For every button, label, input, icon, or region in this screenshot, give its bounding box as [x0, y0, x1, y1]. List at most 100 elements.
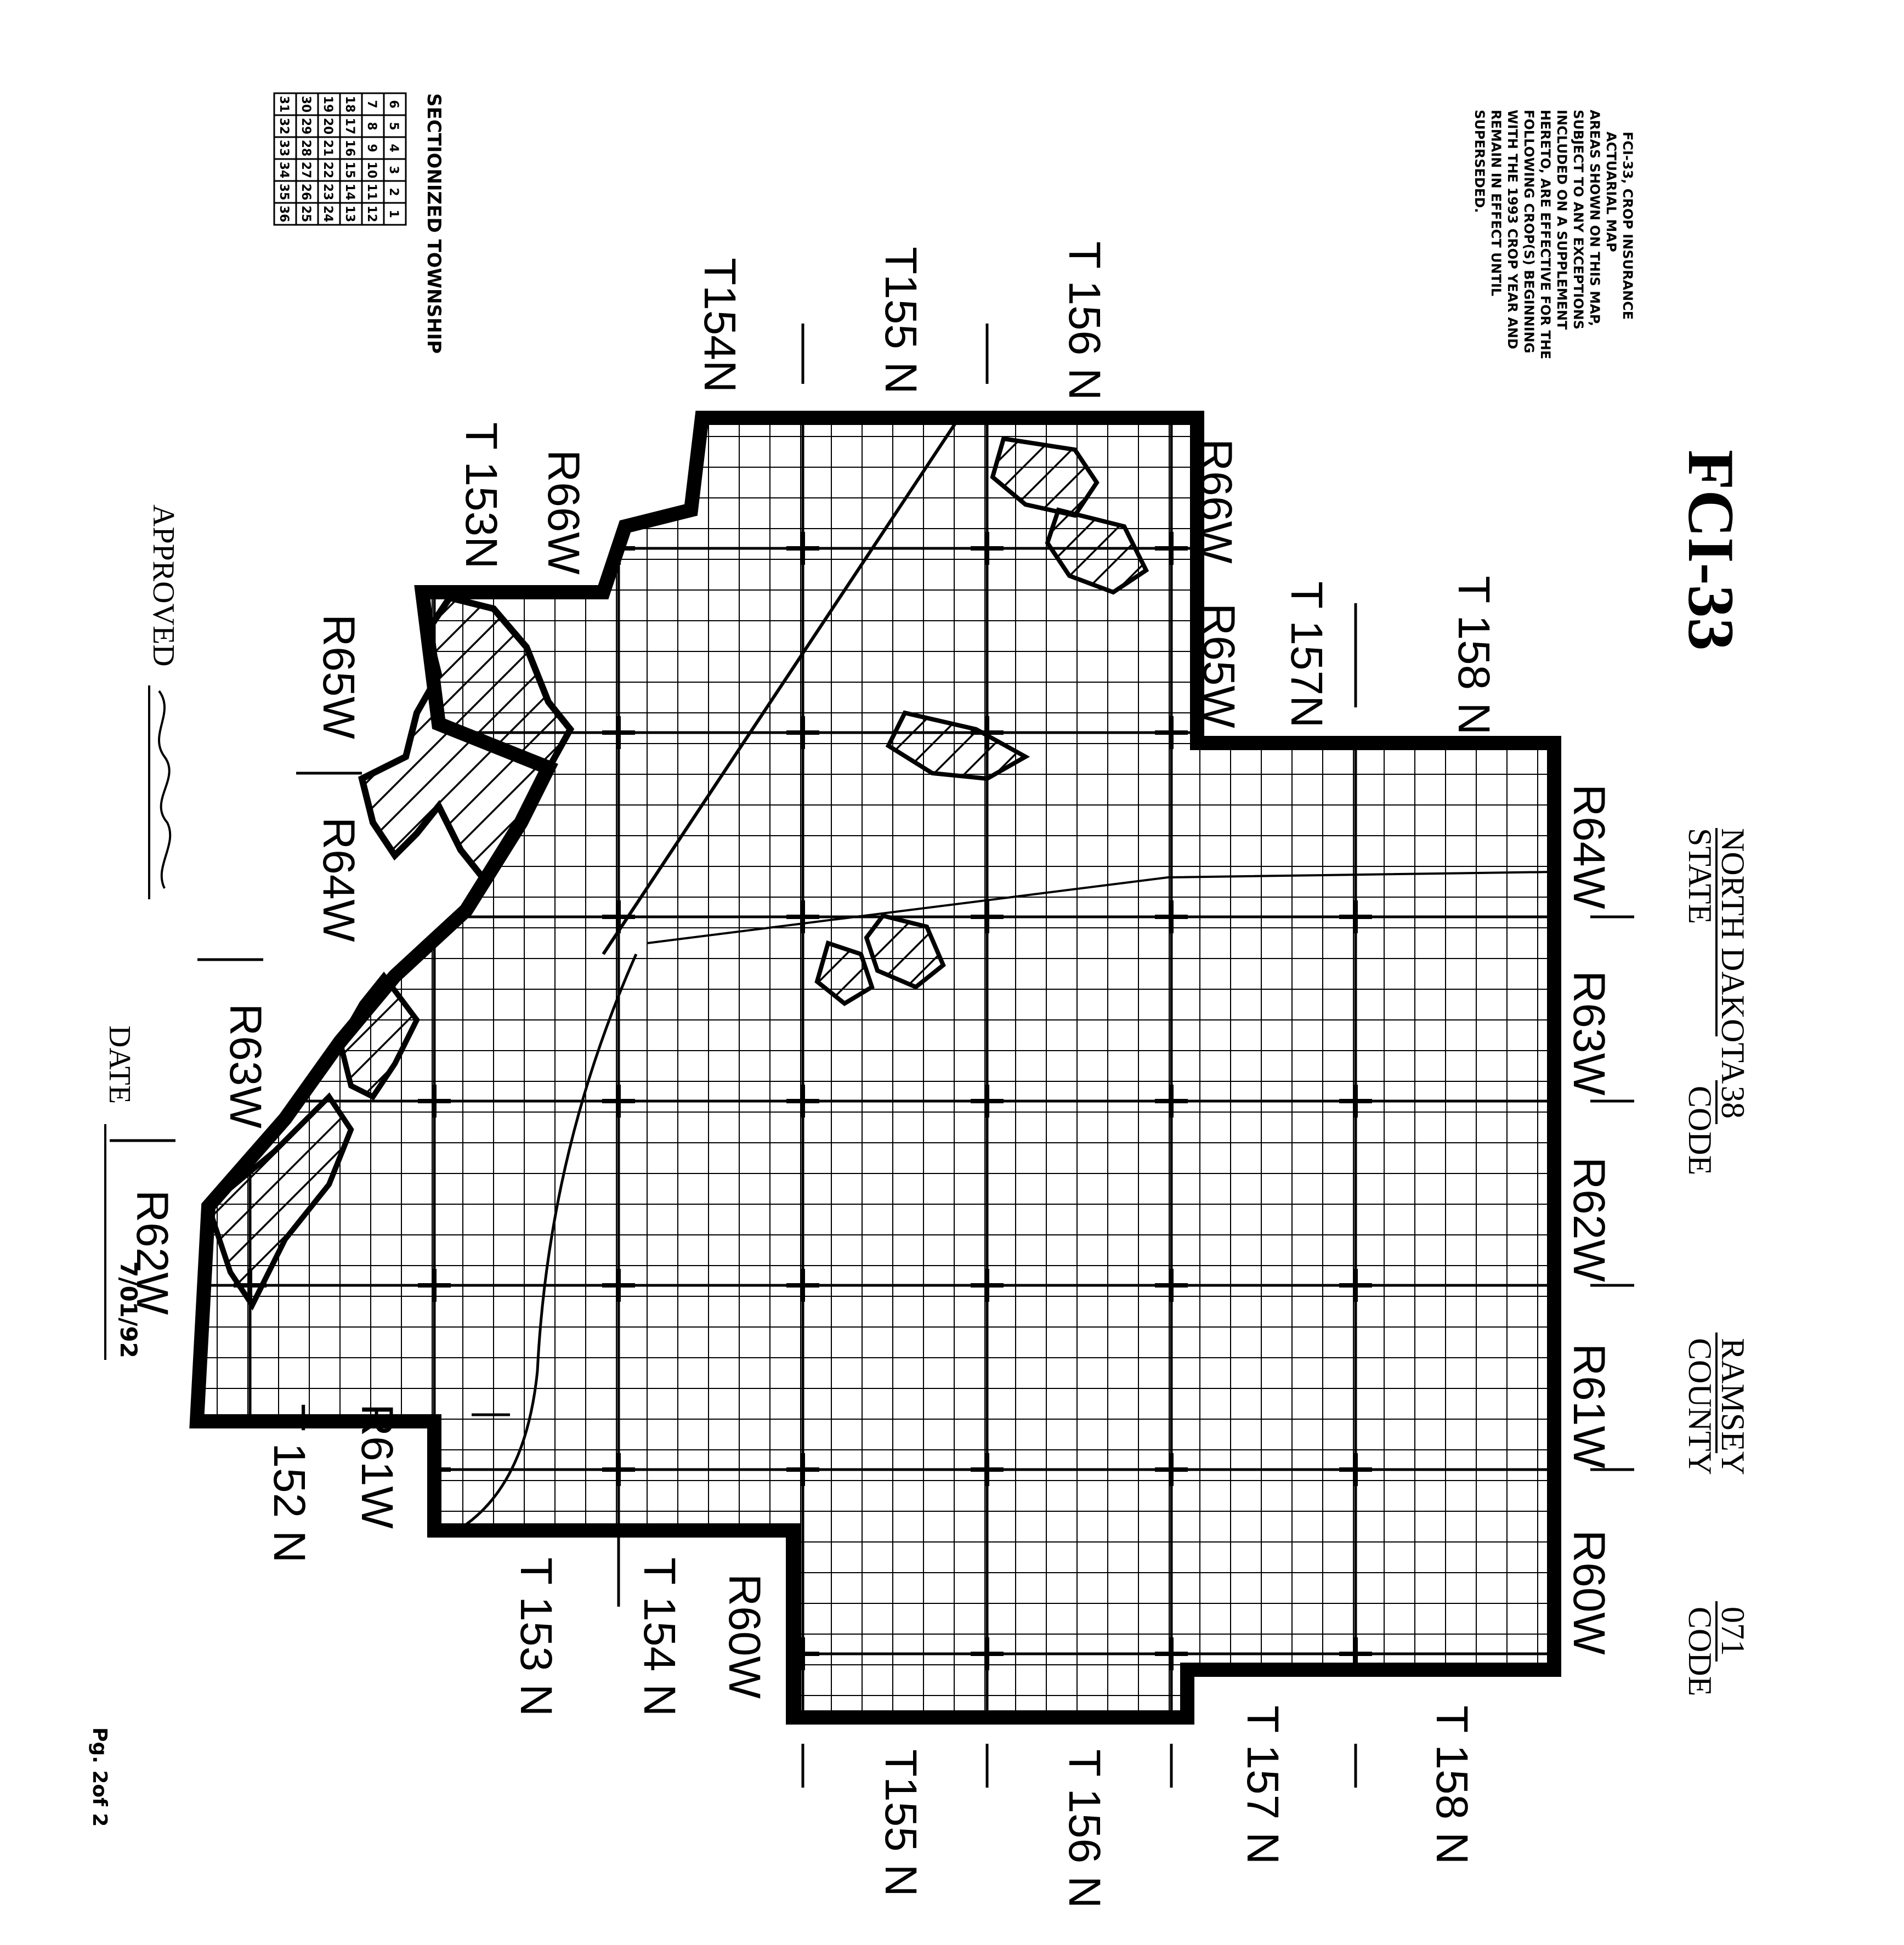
section-number: 19: [321, 96, 335, 113]
highway: [465, 953, 638, 1526]
section-number: 13: [343, 206, 356, 223]
location-block: NORTH DAKOTA STATE 38 CODE RAMSEY COUNTY…: [1682, 828, 1751, 1696]
township-label-top-2: T155 N: [876, 247, 926, 394]
railroad: [602, 416, 961, 955]
range-label-right-1: R64W: [1564, 784, 1614, 909]
range-label-left-5: R60W: [719, 1574, 769, 1699]
range-label-right-4: R61W: [1564, 1343, 1614, 1468]
range-label-right-2: R63W: [1564, 971, 1614, 1096]
reference-ticks: [110, 324, 1634, 1788]
form-header-line: SUPERSEDED.: [1472, 110, 1487, 213]
section-cell: [273, 202, 297, 226]
section-number: 18: [343, 96, 356, 113]
township-label-top-5: T 158 N: [1449, 576, 1499, 735]
section-number: 36: [277, 206, 291, 223]
township-label-bottom-5: T 157 N: [1238, 1705, 1288, 1864]
section-number: 9: [365, 144, 378, 152]
township-label-left-1: T 153N: [456, 422, 506, 569]
approval-block: APPROVED DATE 7/01/92: [103, 504, 180, 1360]
form-header-line: ACTUARIAL MAP: [1603, 132, 1619, 252]
lake-east-1: [864, 913, 946, 990]
township-label-bottom-4: T 156 N: [1059, 1749, 1109, 1908]
section-number: 28: [299, 140, 313, 157]
section-number: 14: [343, 184, 356, 201]
section-number: 27: [299, 162, 313, 179]
form-header-line: HERETO, ARE EFFECTIVE FOR THE: [1538, 110, 1553, 359]
grid-labels: T154N T155 N T 156 N T 157N T 158 N R66W…: [127, 241, 1614, 1908]
range-label-right-3: R62W: [1564, 1157, 1614, 1282]
form-header-line: REMAIN IN EFFECT UNTIL: [1488, 110, 1504, 296]
county-label: COUNTY: [1682, 1338, 1718, 1475]
county-code-label: CODE: [1682, 1607, 1718, 1696]
section-number: 11: [365, 184, 378, 201]
sectionized-township: SECTIONIZED TOWNSHIP 6543217891011121817…: [273, 92, 445, 354]
form-header-line: INCLUDED ON A SUPPLEMENT: [1554, 110, 1569, 330]
page-label: Pg. 2of 2: [88, 1727, 111, 1827]
range-label-upper-1: R66W: [1191, 439, 1241, 564]
section-number: 5: [387, 122, 400, 130]
lake-north-2: [1045, 507, 1149, 595]
section-number: 20: [321, 118, 335, 135]
lake-east-2: [814, 940, 875, 1006]
signature: [158, 690, 172, 889]
section-number: 22: [321, 162, 335, 179]
range-label-upper-4: R65W: [314, 614, 364, 739]
section-number: 17: [343, 118, 356, 135]
section-number: 33: [277, 140, 291, 157]
section-number: 8: [365, 122, 378, 130]
sectionized-title: SECTIONIZED TOWNSHIP: [423, 93, 445, 354]
section-number: 34: [277, 162, 291, 179]
section-number: 24: [321, 206, 335, 223]
section-number: 23: [321, 184, 335, 201]
section-number: 29: [299, 118, 313, 135]
section-number: 1: [387, 209, 400, 218]
range-label-upper-3: R66W: [539, 450, 588, 575]
section-number: 3: [387, 166, 400, 174]
range-label-left-3: R62W: [127, 1190, 177, 1315]
form-header-line: FCI-33, CROP INSURANCE: [1620, 132, 1635, 320]
township-label-top-4: T 157N: [1282, 581, 1331, 728]
section-number: 21: [321, 140, 335, 157]
section-number: 26: [299, 184, 313, 201]
range-label-upper-2: R65W: [1194, 603, 1244, 728]
state-name: NORTH DAKOTA: [1715, 828, 1751, 1084]
road-east: [647, 871, 1555, 944]
section-number: 12: [365, 206, 378, 223]
section-number: 30: [299, 96, 313, 113]
approved-label: APPROVED: [146, 504, 180, 667]
section-number: 16: [343, 140, 356, 157]
section-number: 4: [387, 144, 400, 152]
township-label-top-1: T154N: [695, 258, 745, 393]
county-boundary: [189, 411, 1561, 1725]
section-number: 35: [277, 184, 291, 201]
township-label-bottom-6: T 158 N: [1427, 1705, 1477, 1864]
date-value: 7/01/92: [115, 1261, 142, 1358]
lake-central: [885, 710, 1030, 781]
section-number: 10: [365, 162, 378, 179]
township-label-bottom-2: T 154 N: [634, 1557, 684, 1716]
township-label-bottom-3: T155 N: [876, 1749, 926, 1897]
county-area: [189, 411, 1561, 1725]
county-code: 071: [1715, 1607, 1751, 1656]
date-label: DATE: [103, 1025, 137, 1104]
county-name: RAMSEY: [1715, 1338, 1751, 1475]
map-title: FCI-33: [1675, 450, 1748, 651]
form-header-line: WITH THE 1993 CROP YEAR AND: [1505, 110, 1520, 349]
state-code-label: CODE: [1682, 1086, 1718, 1175]
range-label-left-2: R63W: [220, 1003, 270, 1129]
section-number: 7: [365, 100, 378, 108]
section-number: 6: [387, 100, 400, 108]
lake-south: [205, 1092, 354, 1311]
township-label-top-3: T 156 N: [1059, 241, 1109, 400]
form-header-line: FOLLOWING CROP(S) BEGINNING: [1521, 110, 1537, 353]
township-label-bottom-1: T 153 N: [511, 1557, 561, 1716]
range-label-right-5: R60W: [1564, 1530, 1614, 1655]
section-number: 15: [343, 162, 356, 179]
section-number: 31: [277, 96, 291, 113]
section-number: 2: [387, 188, 400, 196]
form-header-line: AREAS SHOWN ON THIS MAP,: [1587, 110, 1602, 326]
form-header-line: SUBJECT TO ANY EXCEPTIONS: [1571, 110, 1586, 330]
range-label-left-4: R61W: [352, 1404, 402, 1529]
